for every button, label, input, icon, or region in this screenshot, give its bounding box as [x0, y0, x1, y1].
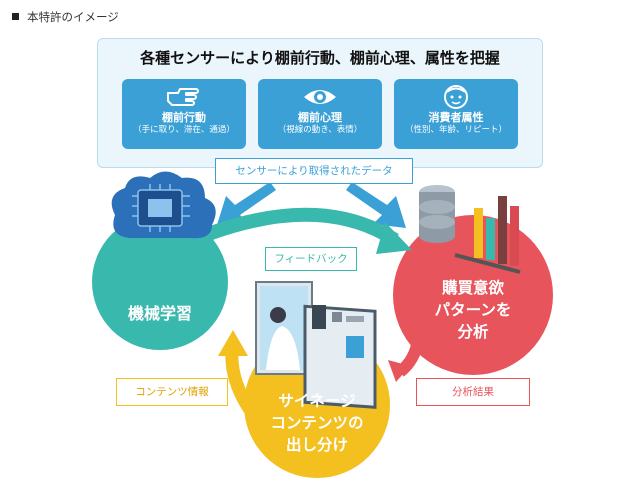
card-shelf-psychology: 棚前心理 （視線の動き、表情）: [258, 79, 382, 149]
database-chart-icon: [419, 185, 521, 274]
hand-pointing-icon: [122, 83, 246, 111]
analysis-result-arrowhead: [388, 360, 410, 382]
analysis-line-3: 分析: [457, 323, 489, 341]
card-consumer-attributes: 消費者属性 （性別、年齢、リピート）: [394, 79, 518, 149]
content-info-arrow: [225, 349, 256, 414]
eye-icon: [258, 83, 382, 111]
signage-circle-text: サイネージ コンテンツの 出し分け: [257, 390, 377, 456]
bullet-square: [12, 13, 19, 20]
card-subtitle: （性別、年齢、リピート）: [404, 125, 507, 135]
content-info-label: コンテンツ情報: [116, 378, 228, 406]
card-title: 棚前心理: [298, 111, 342, 124]
sensor-arrow-left: [216, 182, 276, 228]
analysis-line-1: 購買意欲: [441, 279, 504, 297]
ml-circle-text: 機械学習: [127, 304, 192, 323]
feedback-label: フィードバック: [265, 247, 357, 271]
caption-text: 本特許のイメージ: [27, 10, 119, 24]
card-title: 消費者属性: [428, 111, 484, 124]
signage-line-1: サイネージ: [278, 392, 356, 410]
card-subtitle: （視線の動き、表情）: [277, 125, 363, 135]
sensor-arrow-right: [346, 182, 406, 228]
content-info-arrowhead: [218, 330, 248, 356]
card-subtitle: （手に取り、滞在、通過）: [133, 125, 235, 135]
signage-line-2: コンテンツの: [270, 414, 364, 432]
face-icon: [394, 83, 518, 111]
signage-screens-icon: [255, 281, 377, 409]
analysis-line-2: パターンを: [434, 301, 512, 319]
circle-machine-learning: [92, 214, 228, 350]
sensor-panel: 各種センサーにより棚前行動、棚前心理、属性を把握 棚前行動 （手に取り、滞在、通…: [97, 38, 543, 168]
card-title: 棚前行動: [162, 111, 206, 124]
analysis-circle-text: 購買意欲 パターンを 分析: [413, 277, 533, 343]
analysis-result-label: 分析結果: [416, 378, 530, 406]
panel-title: 各種センサーにより棚前行動、棚前心理、属性を把握: [140, 49, 500, 67]
sensor-data-label: センサーにより取得されたデータ: [215, 158, 413, 184]
card-shelf-behavior: 棚前行動 （手に取り、滞在、通過）: [122, 79, 246, 149]
signage-line-3: 出し分け: [285, 436, 348, 454]
caption: 本特許のイメージ: [12, 9, 119, 25]
feedback-arrowhead: [376, 222, 412, 254]
ai-chip-cloud-icon: [111, 171, 216, 239]
